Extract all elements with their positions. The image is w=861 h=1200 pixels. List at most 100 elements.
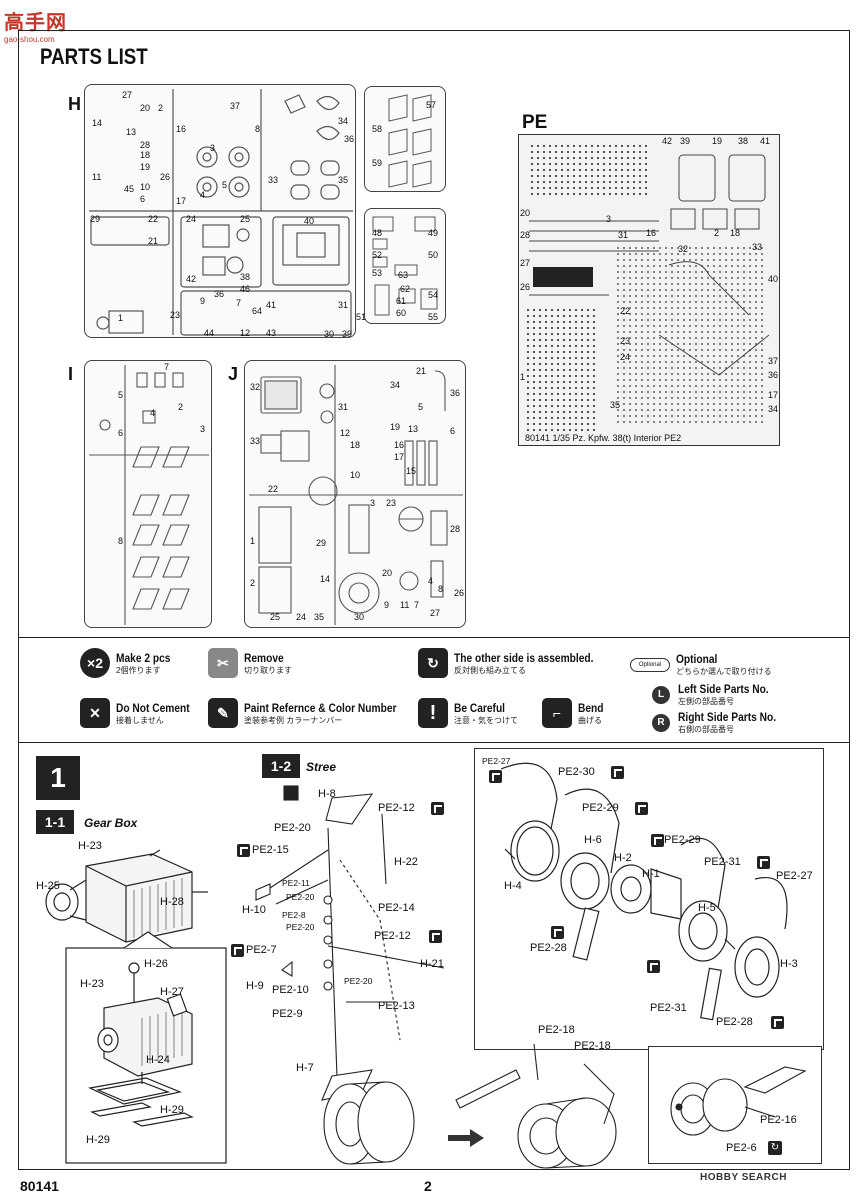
part-number: 61	[396, 296, 407, 306]
legend-label-jp: 切り取ります	[244, 665, 292, 675]
bend-icon	[647, 960, 660, 973]
callout-label: H-29	[86, 1134, 110, 1146]
part-number: 55	[428, 312, 439, 322]
legend-label-jp: 接着しません	[116, 715, 164, 725]
part-number: 29	[90, 214, 101, 224]
part-number: 24	[620, 352, 631, 362]
callout-label: H-24	[146, 1054, 170, 1066]
part-number: 36	[450, 388, 461, 398]
callout-label: PE2-9	[272, 1008, 303, 1020]
callout-label: PE2-18	[574, 1040, 611, 1052]
callout-label: PE2-7	[246, 944, 277, 956]
part-number: 21	[416, 366, 427, 376]
part-number: 8	[118, 536, 124, 546]
left-side-icon: L	[652, 685, 670, 704]
callout-label: PE2-28	[530, 942, 567, 954]
part-number: 34	[390, 380, 401, 390]
part-number: 6	[450, 426, 456, 436]
sprue-j-drawing	[249, 365, 463, 625]
part-number: 36	[768, 370, 779, 380]
bend-icon	[431, 802, 444, 815]
part-number: 40	[304, 216, 315, 226]
callout-label: H-4	[504, 880, 522, 892]
part-number: 31	[618, 230, 629, 240]
assembled-drive-illustration	[455, 1043, 617, 1169]
part-number: 42	[662, 136, 673, 146]
part-number: 45	[124, 184, 135, 194]
part-number: 33	[250, 436, 261, 446]
sprue-j	[244, 360, 466, 628]
part-number: 35	[610, 400, 621, 410]
callout-label: PE2-13	[378, 1000, 415, 1012]
sprue-i-letter: I	[68, 364, 74, 384]
sprue-i-drawing	[89, 365, 209, 625]
part-number: 63	[398, 270, 409, 280]
rotate-icon: ↻	[768, 1141, 782, 1155]
part-number: 7	[164, 362, 170, 372]
part-number: 52	[372, 250, 383, 260]
callout-label: PE2-12	[374, 930, 411, 942]
part-number: 39	[680, 136, 691, 146]
part-number: 15	[406, 466, 417, 476]
part-number: 31	[338, 402, 349, 412]
gearbox-illustration	[45, 849, 227, 1164]
no-cement-icon: ✕	[80, 698, 110, 728]
part-number: 24	[296, 612, 307, 622]
arrow-right-icon	[448, 1129, 484, 1147]
part-number: 12	[340, 428, 351, 438]
part-number: 53	[372, 268, 383, 278]
legend-label: Be Careful	[454, 700, 506, 715]
legend-label-jp: 注意・気をつけて	[454, 715, 518, 725]
steering-illustration	[255, 785, 445, 1165]
callout-label: H-10	[242, 904, 266, 916]
part-number: 36	[214, 289, 225, 299]
part-number: 31	[338, 300, 349, 310]
legend-label: Optional	[676, 652, 718, 666]
hobby-search-watermark: HOBBY SEARCH	[700, 1172, 787, 1183]
legend-label: The other side is assembled.	[454, 650, 594, 665]
part-number: 1	[118, 313, 124, 323]
part-number: 19	[390, 422, 401, 432]
legend-left-side: L Left Side Parts No.左側の部品番号	[652, 682, 785, 707]
part-number: 42	[186, 274, 197, 284]
pe-fret-footer: 80141 1/35 Pz. Kpfw. 38(t) Interior PE2	[525, 433, 682, 443]
part-number: 8	[255, 124, 261, 134]
callout-label: PE2-29	[664, 834, 701, 846]
part-number: 33	[268, 175, 279, 185]
part-number: 49	[428, 228, 439, 238]
step-1-1-title: Gear Box	[84, 816, 138, 830]
callout-label: PE2-15	[252, 844, 289, 856]
final-drive-drawing	[500, 762, 788, 1021]
part-number: 51	[356, 312, 367, 322]
callout-label: PE2-27	[776, 870, 813, 882]
part-number: 14	[320, 574, 331, 584]
pe-mesh-left	[525, 307, 595, 433]
part-number: 48	[372, 228, 383, 238]
part-number: 32	[250, 382, 261, 392]
part-number: 2	[158, 103, 164, 113]
part-number: 29	[316, 538, 327, 548]
part-number: 7	[236, 298, 242, 308]
legend-label-jp: 曲げる	[578, 715, 602, 725]
part-number: 20	[140, 103, 151, 113]
bend-icon	[429, 930, 442, 943]
product-code: 80141	[20, 1178, 59, 1194]
part-number: 33	[752, 242, 763, 252]
callout-label: H-1	[642, 868, 660, 880]
part-number: 24	[186, 214, 197, 224]
callout-label: H-9	[246, 980, 264, 992]
callout-label: H-28	[160, 896, 184, 908]
callout-label: PE2-8	[282, 910, 306, 920]
part-number: 57	[426, 100, 437, 110]
part-number: 16	[176, 124, 187, 134]
callout-label: H-7	[296, 1062, 314, 1074]
part-number: 34	[338, 116, 349, 126]
callout-label: H-23	[78, 840, 102, 852]
part-number: 26	[160, 172, 171, 182]
part-number: 17	[394, 452, 405, 462]
callout-label: H-8	[318, 788, 336, 800]
